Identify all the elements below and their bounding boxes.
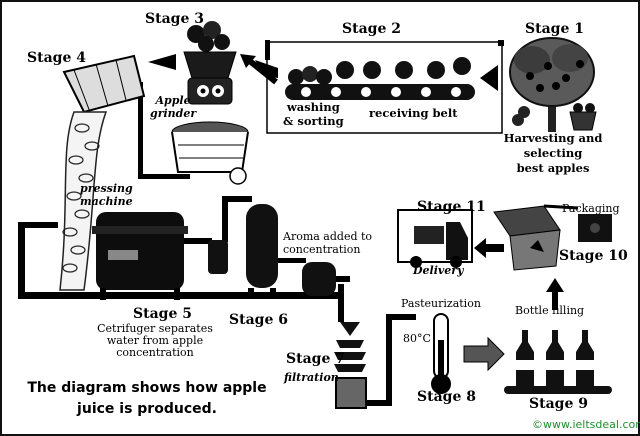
harvesting-label-line1: Harvesting and <box>503 131 603 145</box>
diagram-caption-line1: The diagram shows how apple <box>27 380 267 396</box>
pressing-machine-label-line1: pressing <box>80 182 133 195</box>
pressing-machine-label-line2: machine <box>80 195 133 208</box>
stage-3-label: Stage 3 <box>145 11 204 27</box>
harvesting-label-line2: selecting <box>523 146 583 160</box>
stage-5-label: Stage 5 <box>133 306 192 322</box>
bottle-filling-label: Bottle filling <box>515 304 585 317</box>
diagram-caption-line2: juice is produced. <box>77 401 217 417</box>
apple-grinder-label-line1: Apple <box>155 94 191 107</box>
apple-grinder-illustration <box>138 21 249 185</box>
washing-sorting-label-line2: & sorting <box>283 114 344 128</box>
aroma-label-line2: concentration <box>283 243 361 256</box>
harvesting-label: Harvesting and selecting best apples <box>497 131 609 176</box>
packaging-label: Packaging <box>562 202 620 215</box>
pressing-machine-label: pressing machine <box>80 182 133 208</box>
centrifuge-label-line2: water from apple <box>106 334 204 347</box>
pasteurization-label: Pasteurization <box>401 297 481 310</box>
aroma-label: Aroma added to concentration <box>283 230 372 256</box>
stage-9-label: Stage 9 <box>529 396 588 412</box>
stage-6-label: Stage 6 <box>229 312 288 328</box>
source-credit: ©www.ieltsdeal.com <box>532 418 640 431</box>
delivery-label: Delivery <box>413 264 464 277</box>
diagram-caption: The diagram shows how apple juice is pro… <box>22 378 272 420</box>
delivery-truck-illustration <box>397 209 473 268</box>
stage-10-label: Stage 10 <box>559 248 628 264</box>
centrifuge-label-line1: Cetrifuger separates <box>97 322 213 335</box>
filtration-label: filtration <box>284 371 339 384</box>
receiving-belt-label: receiving belt <box>369 106 458 120</box>
stage-2-label: Stage 2 <box>342 21 401 37</box>
pressing-and-centrifuge-illustration <box>18 196 350 322</box>
filtration-illustration <box>334 314 416 409</box>
stage-8-label: Stage 8 <box>417 389 476 405</box>
apple-pulp-stream-illustration <box>59 54 146 291</box>
stage-7-label: Stage 7 <box>286 351 345 367</box>
centrifuge-label-line3: concentration <box>116 346 194 359</box>
apple-grinder-label-line2: grinder <box>150 107 197 120</box>
centrifuge-label: Cetrifuger separates water from apple co… <box>75 323 235 359</box>
stage-1-label: Stage 1 <box>525 21 584 37</box>
thermometer-illustration <box>431 313 505 394</box>
receiving-belt-illustration <box>240 40 504 134</box>
stage-4-label: Stage 4 <box>27 50 86 66</box>
washing-sorting-label: washing & sorting <box>283 100 344 128</box>
packaging-illustration <box>474 204 612 271</box>
apple-tree-illustration <box>509 37 597 132</box>
washing-sorting-label-line1: washing <box>286 100 340 114</box>
harvesting-label-line3: best apples <box>516 161 590 175</box>
apple-grinder-label: Apple grinder <box>150 94 196 120</box>
bottles-illustration <box>504 278 612 394</box>
aroma-label-line1: Aroma added to <box>283 230 373 243</box>
stage-11-label: Stage 11 <box>417 199 486 215</box>
temperature-label: 80°C <box>403 332 431 345</box>
